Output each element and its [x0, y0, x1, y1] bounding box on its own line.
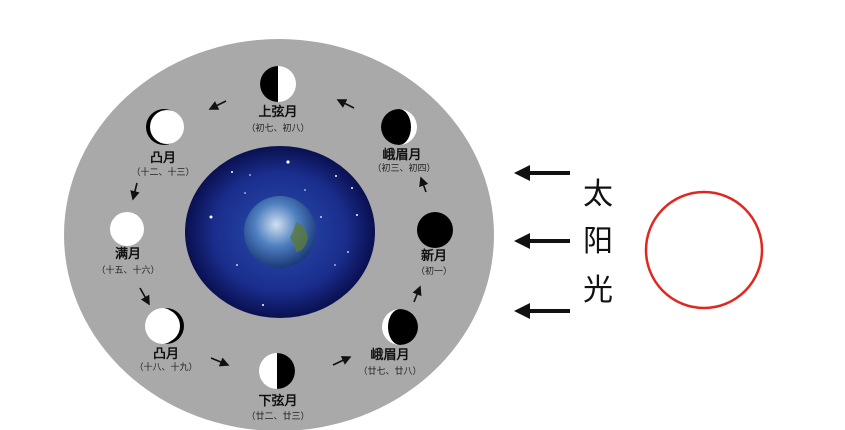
arrow-icon — [336, 99, 355, 109]
arrow-icon — [210, 357, 230, 367]
phase-days: （初一） — [416, 265, 452, 277]
phase-name: 满月 — [115, 246, 141, 262]
arrow-icon — [412, 285, 422, 303]
sunlight-label-char: 阳 — [583, 224, 613, 259]
arrow-icon — [332, 356, 352, 366]
sunlight-arrows — [514, 165, 570, 319]
orbit-arrows — [130, 99, 429, 367]
moon-waxing-gibbous — [146, 109, 184, 145]
earth-continent — [290, 222, 308, 252]
stars — [209, 160, 358, 306]
phase-days: （初三、初四） — [372, 162, 435, 174]
sun — [644, 190, 764, 310]
phase-days: （十八、十九） — [134, 361, 197, 373]
phase-days: （十五、十六） — [96, 264, 159, 276]
moon-waning-crescent — [382, 309, 418, 345]
phase-name: 下弦月 — [258, 393, 297, 409]
phase-name: 凸月 — [153, 347, 179, 362]
moon-full — [110, 212, 144, 246]
sunlight-label-char: 太 — [583, 177, 613, 212]
sunlight-label-char: 光 — [583, 273, 613, 308]
phase-days: （廿七、廿八） — [358, 365, 421, 377]
arrow-icon — [419, 176, 429, 193]
phase-days: （十二、十三） — [131, 166, 194, 178]
arrow-icon — [208, 100, 227, 110]
phase-name: 凸月 — [150, 151, 176, 166]
moon-new — [417, 212, 453, 248]
phase-name: 峨眉月 — [370, 347, 409, 363]
moon-first-quarter — [260, 66, 296, 102]
phase-name: 新月 — [421, 248, 447, 264]
phase-days: （初七、初八） — [246, 122, 309, 134]
arrow-icon — [139, 287, 150, 306]
arrow-icon — [130, 182, 140, 201]
phase-days: （廿二、廿三） — [246, 410, 309, 422]
moon-waning-gibbous — [145, 308, 184, 344]
phase-name: 上弦月 — [258, 104, 297, 120]
moon-last-quarter — [259, 353, 295, 389]
phase-name: 峨眉月 — [382, 147, 421, 163]
moon-waxing-crescent — [381, 109, 417, 145]
